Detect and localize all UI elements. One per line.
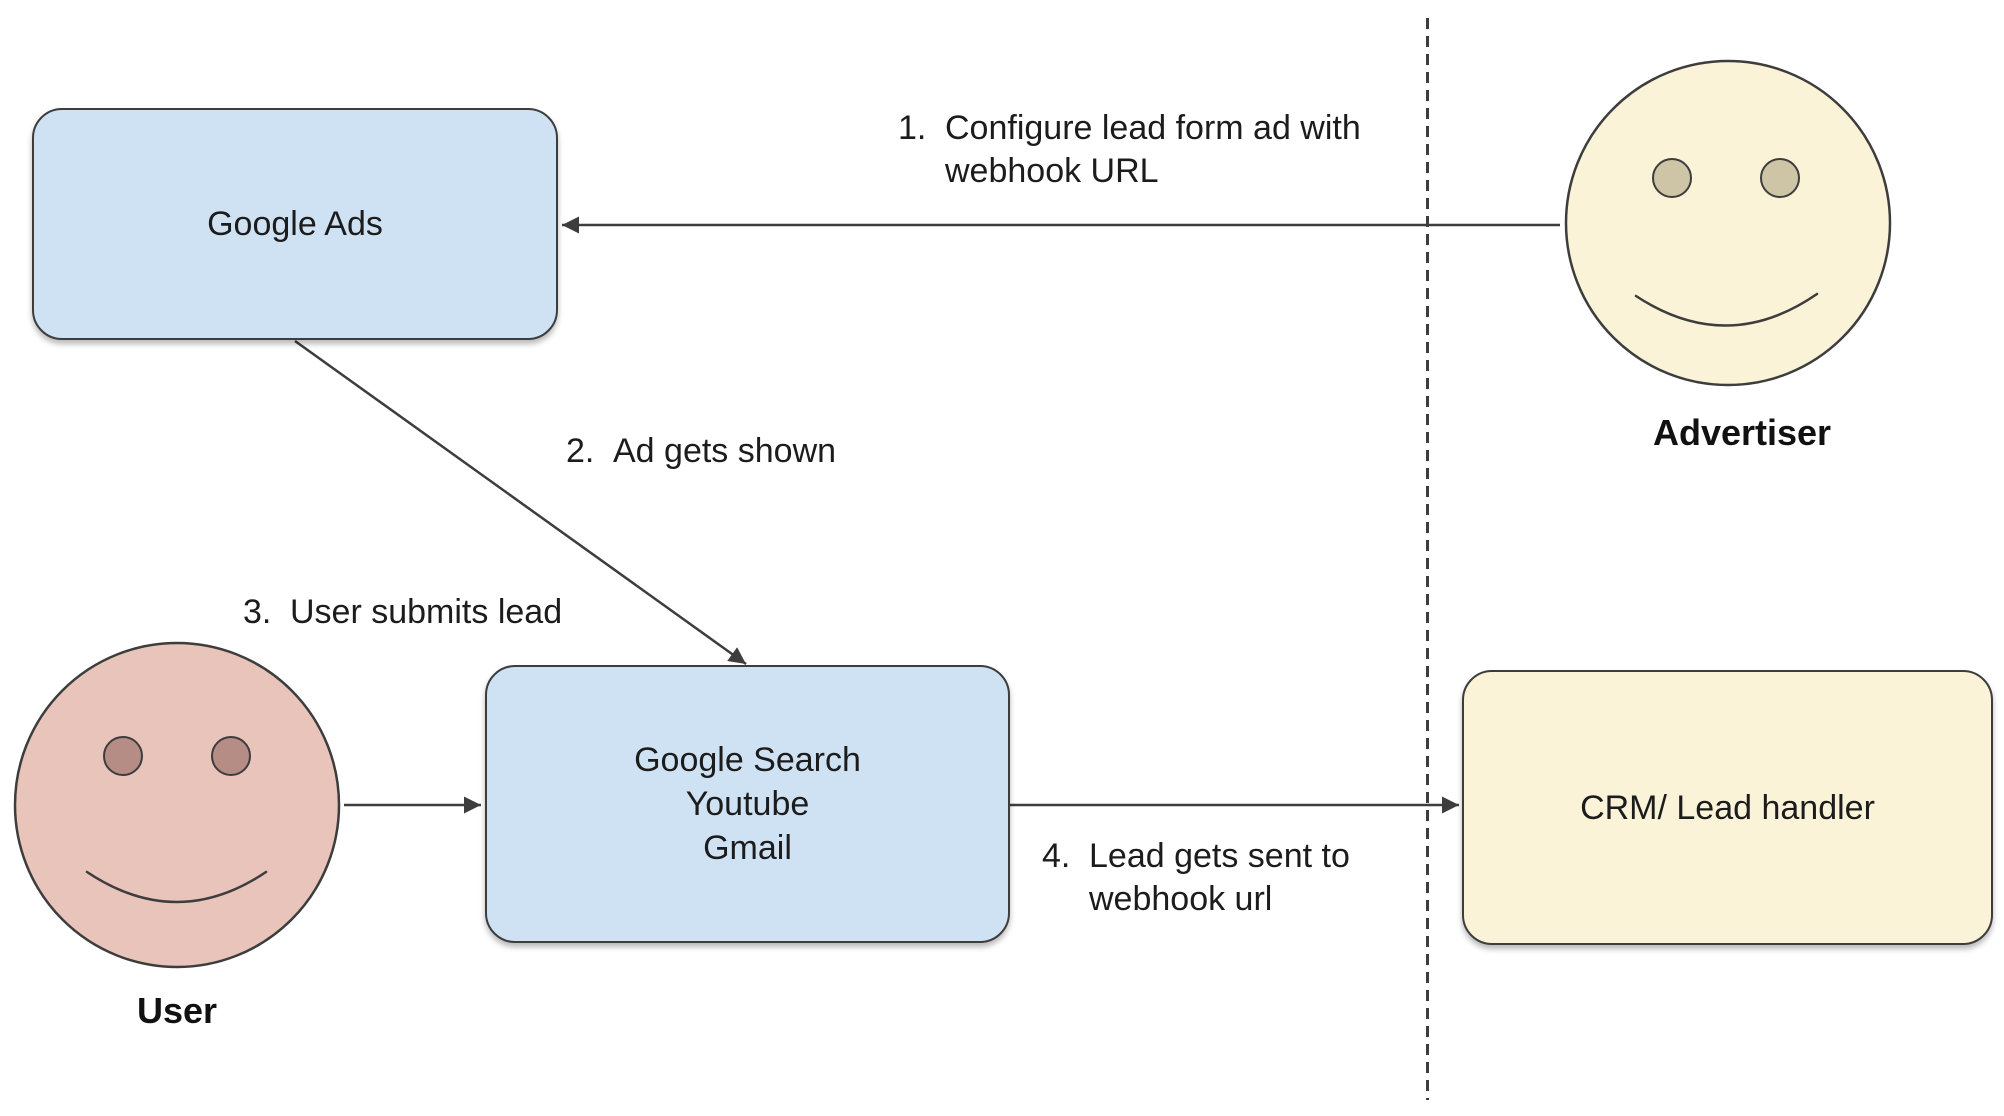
advertiser-smile [1634, 292, 1819, 327]
advertiser-right-eye [1760, 158, 1800, 198]
user-face [13, 641, 341, 969]
step-label-4: 4. Lead gets sent to webhook url [1042, 835, 1350, 921]
advertiser-label: Advertiser [1652, 412, 1832, 453]
step-number: 4. [1042, 837, 1071, 875]
step-text: Lead gets sent to webhook url [1089, 837, 1350, 918]
arrow-ad-gets-shown [294, 339, 747, 666]
step-label-3: 3. User submits lead [243, 591, 562, 634]
step-label-2: 2. Ad gets shown [566, 430, 836, 473]
step-text: User submits lead [290, 593, 563, 631]
user-label: User [136, 990, 218, 1031]
node-google-ads: Google Ads [32, 108, 558, 340]
node-google-properties: Google Search Youtube Gmail [485, 665, 1010, 943]
step-number: 2. [566, 432, 595, 470]
user-right-eye [211, 736, 251, 776]
step-text: Ad gets shown [613, 432, 837, 470]
user-head-circle [13, 641, 341, 969]
step-label-1: 1. Configure lead form ad with webhook U… [898, 107, 1361, 193]
user-smile [85, 870, 268, 904]
step-number: 3. [243, 593, 272, 631]
advertiser-face [1564, 59, 1892, 387]
step-number: 1. [898, 109, 927, 147]
advertiser-left-eye [1652, 158, 1692, 198]
node-crm-lead-handler: CRM/ Lead handler [1462, 670, 1993, 945]
user-left-eye [103, 736, 143, 776]
step-text: Configure lead form ad with webhook URL [945, 109, 1361, 190]
advertiser-head-circle [1564, 59, 1892, 387]
